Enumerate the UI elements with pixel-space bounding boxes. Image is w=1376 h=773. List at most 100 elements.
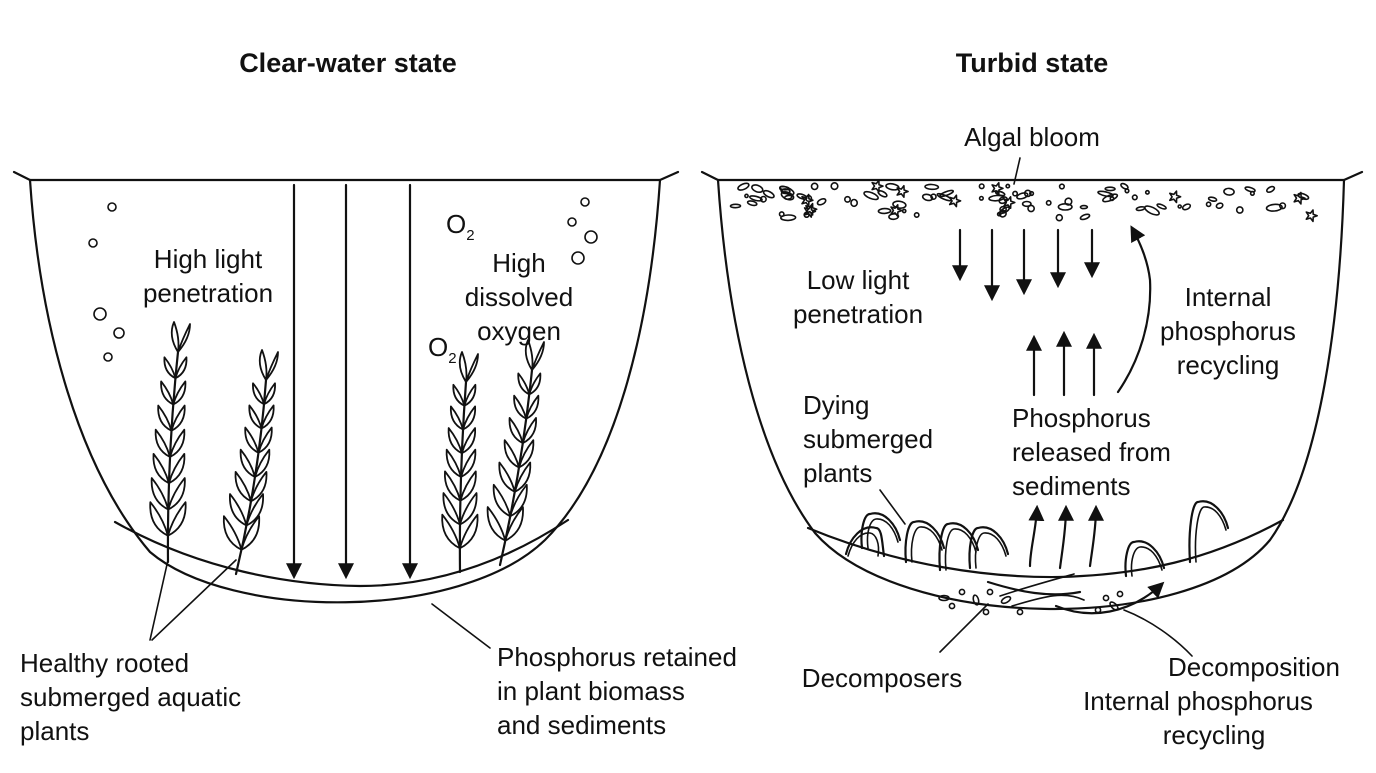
plant-leaf [517, 372, 531, 396]
dying-blade [844, 526, 886, 558]
fallen-plant [1011, 594, 1085, 607]
algae-cell [780, 214, 797, 222]
plant-leaf [503, 439, 520, 469]
plant-leaf [254, 448, 271, 478]
fallen-plant [986, 580, 1082, 596]
phosphorus-released-label-2: released from [1012, 437, 1171, 467]
plant-leaf [248, 404, 263, 430]
plant-leaf [160, 380, 175, 406]
plant-leaf [177, 323, 191, 353]
internal-recycling-label-2: phosphorus [1160, 316, 1296, 346]
dying-blade [910, 526, 943, 563]
high-light-label-1: High light [154, 244, 263, 274]
low-light-label-1: Low light [807, 265, 910, 295]
algae-cell [759, 195, 767, 203]
plant-leaf [257, 426, 273, 454]
oxygen-bubbles-right [567, 197, 598, 265]
dying-blade [1194, 506, 1227, 563]
plant-leaf [459, 513, 479, 550]
algae-cell [892, 200, 907, 209]
oxygen-bubbles-left [88, 202, 125, 362]
plant-leaf [486, 506, 507, 542]
algae-cell [830, 182, 839, 191]
plant-leaf [531, 341, 545, 371]
plant-leaf [245, 493, 264, 527]
dying-plant [1188, 500, 1230, 564]
low-light-label-2: penetration [793, 299, 923, 329]
plant-leaf [252, 382, 265, 406]
decomposition-arrow [1054, 581, 1165, 615]
algae-cell [863, 190, 879, 201]
algae-cell [978, 195, 985, 201]
decomposer [1102, 594, 1110, 602]
plant-leaf [168, 452, 186, 485]
dying-plants-label-3: plants [803, 458, 872, 488]
algae-cell [1131, 194, 1138, 201]
algae-cell [888, 213, 900, 221]
algae-cell [1177, 204, 1182, 209]
algae-cell [744, 193, 749, 199]
clear-sediment-layer [113, 518, 570, 588]
plant-leaf [492, 483, 512, 518]
plant-leaf [154, 428, 171, 458]
plants-pointer-2 [151, 559, 237, 641]
plant-leaf [234, 470, 252, 503]
algae-cell [778, 185, 795, 196]
plant-leaf [240, 515, 261, 551]
algae-colony [1293, 191, 1306, 205]
plant-leaf [452, 383, 466, 407]
plant-leaf [258, 349, 268, 381]
plant-leaf [459, 470, 477, 502]
decomposer [948, 602, 956, 610]
algae-cell [1120, 182, 1129, 190]
dying-plant [938, 522, 980, 572]
plant-leaf [461, 427, 477, 455]
algae-cell [1207, 196, 1218, 202]
decomposition-pointer [1123, 609, 1193, 657]
decomposer [1116, 590, 1124, 598]
algae-cell [978, 183, 985, 190]
decomposer [1000, 595, 1012, 605]
algae-cell [999, 205, 1007, 213]
plant-leaf [149, 501, 169, 537]
algae-cell [998, 196, 1009, 205]
algae-cell [1079, 204, 1089, 210]
decomposer [958, 588, 966, 596]
algae-cell [1057, 202, 1073, 211]
plant-leaf [445, 448, 462, 478]
plant-leaf [163, 356, 177, 380]
algae-cell [1235, 206, 1244, 214]
decomposer [1016, 608, 1024, 616]
plant-leaf [508, 417, 524, 444]
algae-cell [729, 203, 742, 209]
plants-label-3: plants [20, 716, 89, 746]
healthy-plant [222, 349, 279, 576]
clear-basin-outline [12, 170, 680, 604]
algae-cell [999, 206, 1011, 215]
algae-cell [1135, 205, 1146, 212]
phosphorus-released-label-1: Phosphorus [1012, 403, 1151, 433]
plant-leaf [170, 404, 186, 432]
algae-colony [1305, 209, 1318, 223]
oxygen-label-1: High [492, 248, 545, 278]
algae-cell [1144, 189, 1150, 195]
plants-label-1: Healthy rooted [20, 648, 189, 678]
plant-leaf [465, 353, 479, 383]
algae-cell [988, 194, 1005, 202]
phosphorus-retained-label-3: and sediments [497, 710, 666, 740]
plant-leaf [518, 439, 535, 469]
algae-cell [748, 195, 763, 202]
oxygen-label-2: dissolved [465, 282, 573, 312]
algae-cell [1028, 190, 1035, 197]
internal-recycling-label-1: Internal [1185, 282, 1272, 312]
dying-blade [860, 512, 902, 550]
algae-colony [805, 202, 818, 216]
plant-leaf [265, 351, 279, 381]
plant-leaf [521, 417, 537, 444]
algae-cell [1223, 187, 1235, 196]
algae-cell [1012, 190, 1019, 197]
plant-leaf [239, 448, 256, 478]
algae-cell [1027, 204, 1035, 213]
phosphorus-retained-label-2: in plant biomass [497, 676, 685, 706]
